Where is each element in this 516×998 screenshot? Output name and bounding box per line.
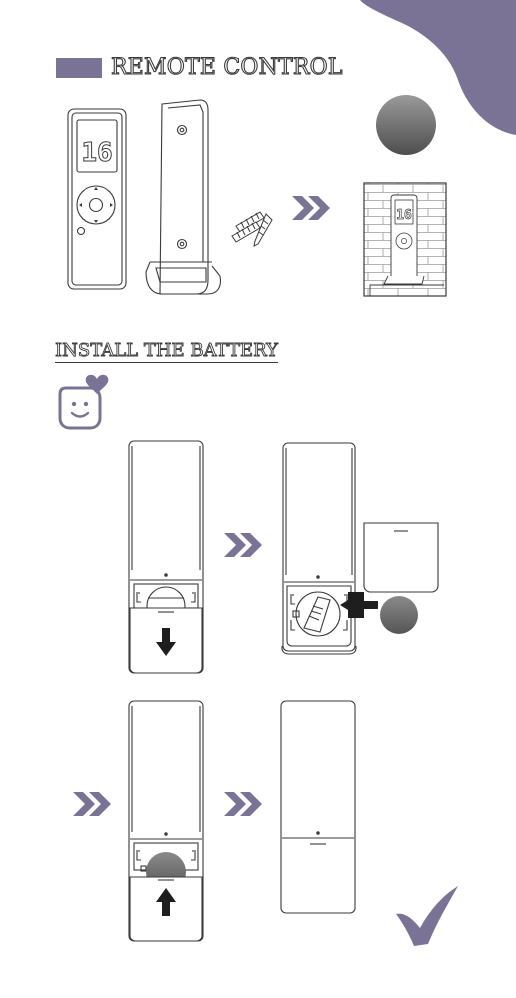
double-chevron-icon: [73, 792, 111, 816]
battery-cover: [364, 523, 438, 592]
wall-preview: 16: [364, 183, 446, 296]
wall-bracket: [146, 100, 221, 294]
step-marker-ball: [380, 596, 418, 634]
remote-front: 16: [68, 109, 126, 289]
checkmark-icon: [396, 886, 458, 946]
step-marker-ball: [376, 95, 436, 155]
remote-display-digits: 16: [81, 138, 112, 168]
remote-back-step2: [282, 443, 356, 654]
page-title: REMOTE CONTROL: [111, 55, 343, 80]
smiley-heart-icon: [60, 375, 108, 428]
remote-back-step4: [281, 701, 355, 913]
double-chevron-icon: [292, 196, 330, 220]
section-title-install-battery: INSTALL THE BATTERY: [55, 341, 278, 363]
header-accent-bar: [56, 58, 102, 78]
double-chevron-icon: [224, 533, 262, 557]
double-chevron-icon: [224, 792, 262, 816]
wall-display-digits: 16: [396, 208, 412, 223]
